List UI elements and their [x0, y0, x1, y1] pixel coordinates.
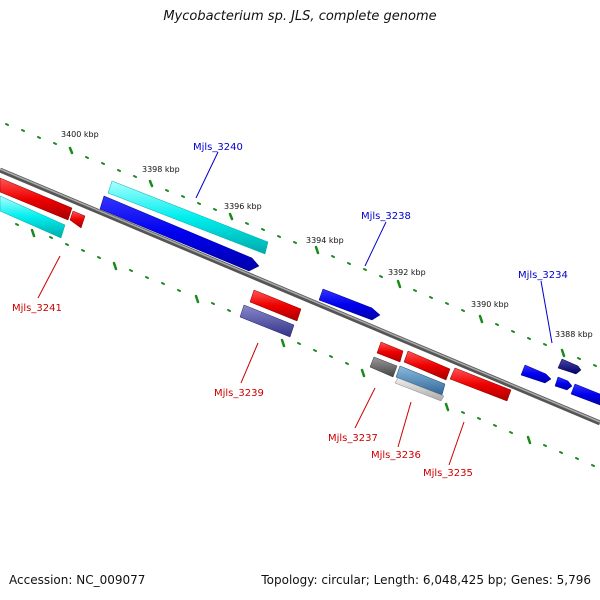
gene-arrow-mjls-3234-a[interactable] — [520, 364, 552, 384]
kbp-label-3388: 3388 kbp — [555, 330, 593, 339]
gene-arrow-mjls-3236-c[interactable] — [394, 377, 445, 402]
gene-arrow-cyan-upper[interactable] — [107, 180, 269, 255]
callout-line-mjls-3239 — [240, 342, 259, 384]
upper-tick-track — [5, 123, 597, 367]
callout-line-mjls-3238 — [364, 221, 387, 267]
lower-tick-track — [15, 223, 595, 467]
kbp-label-3398: 3398 kbp — [142, 165, 180, 174]
kbp-label-3400: 3400 kbp — [61, 130, 99, 139]
kbp-label-3390: 3390 kbp — [471, 300, 509, 309]
callout-line-mjls-3236 — [397, 401, 412, 448]
gene-arrow-mjls-3237-a[interactable] — [376, 341, 404, 363]
map-title: Mycobacterium sp. JLS, complete genome — [163, 9, 437, 24]
gene-arrow-mjls-3239-b[interactable] — [239, 304, 295, 338]
gene-arrow-mjls-3241-a[interactable] — [0, 177, 73, 221]
kbp-label-3396: 3396 kbp — [224, 202, 262, 211]
gene-label-mjls-3239[interactable]: Mjls_3239 — [214, 388, 264, 399]
callout-line-mjls-3234 — [540, 280, 553, 344]
gene-arrow-mjls-3236-a[interactable] — [403, 350, 451, 381]
gene-label-mjls-3235[interactable]: Mjls_3235 — [423, 468, 473, 479]
kbp-label-3392: 3392 kbp — [388, 268, 426, 277]
gene-arrow-mjls-3235[interactable] — [449, 367, 512, 402]
callout-line-mjls-3241 — [37, 255, 61, 299]
gene-arrow-mjls-3240[interactable] — [99, 195, 260, 272]
gene-label-mjls-3234[interactable]: Mjls_3234 — [518, 270, 568, 281]
gene-arrow-mjls-3234-b[interactable] — [557, 358, 582, 375]
gene-arrow-mjls-3238[interactable] — [318, 288, 381, 321]
gene-arrow-mjls-3232[interactable] — [570, 383, 600, 406]
genome-summary-text: Topology: circular; Length: 6,048,425 bp… — [261, 573, 591, 587]
gene-arrow-mjls-3237-b[interactable] — [369, 356, 398, 378]
gene-label-mjls-3238[interactable]: Mjls_3238 — [361, 211, 411, 222]
gene-label-mjls-3241[interactable]: Mjls_3241 — [12, 303, 62, 314]
genome-backbone — [0, 167, 600, 426]
gene-label-mjls-3240[interactable]: Mjls_3240 — [193, 142, 243, 153]
callout-line-mjls-3237 — [354, 387, 376, 429]
kbp-label-3394: 3394 kbp — [306, 236, 344, 245]
callout-line-mjls-3240 — [195, 151, 219, 199]
gene-label-mjls-3237[interactable]: Mjls_3237 — [328, 433, 378, 444]
gene-arrow-mjls-3241-b[interactable] — [69, 210, 86, 229]
callout-line-mjls-3235 — [448, 421, 465, 466]
gene-arrow-mjls-3239-a[interactable] — [249, 289, 302, 322]
gene-label-mjls-3236[interactable]: Mjls_3236 — [371, 450, 421, 461]
accession-text: Accession: NC_009077 — [9, 573, 146, 587]
gene-arrow-mjls-3233[interactable] — [554, 376, 573, 391]
gene-arrow-cyan-lower[interactable] — [0, 195, 66, 239]
